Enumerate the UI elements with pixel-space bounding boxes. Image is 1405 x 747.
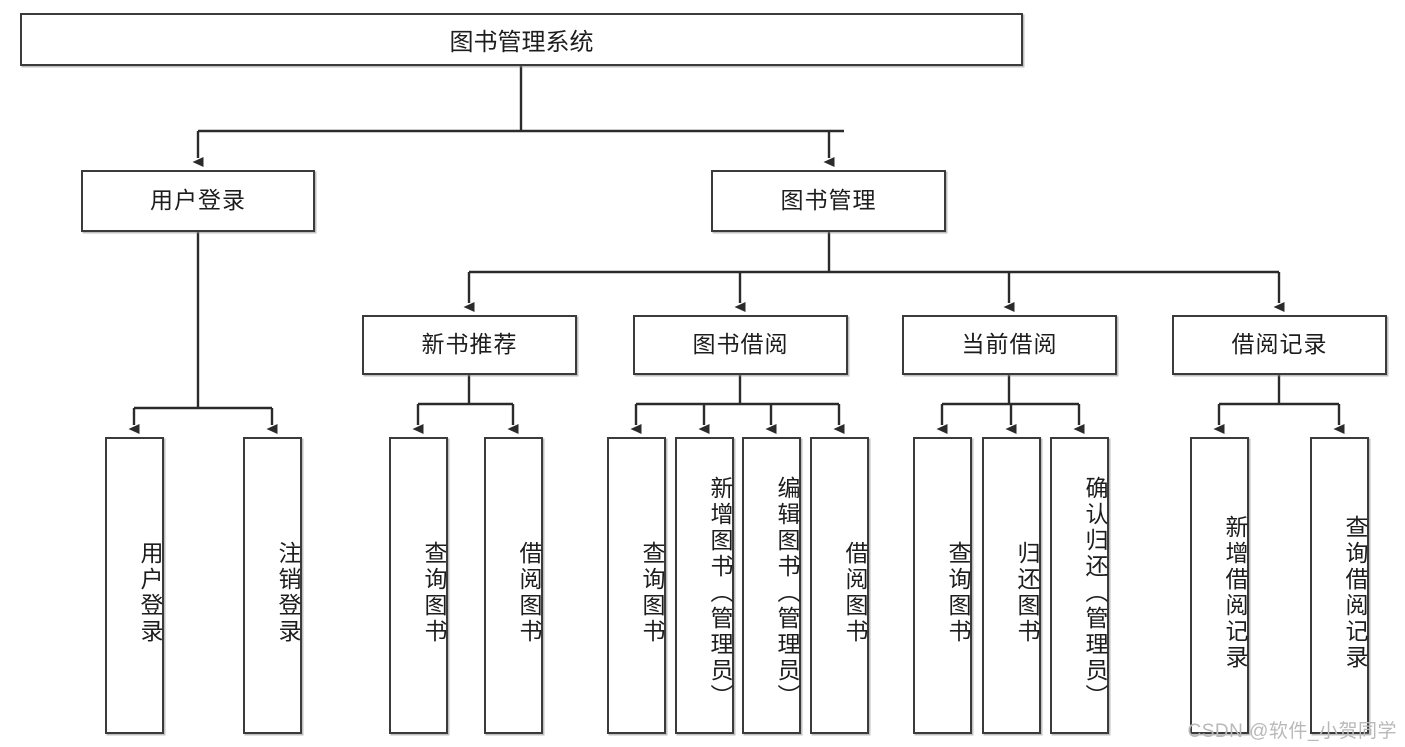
node-user-login[interactable]: 用户登录 <box>81 170 315 232</box>
node-label: 查询借阅记录 <box>1342 514 1368 671</box>
csdn-watermark: CSDN @软件_小贺同学 <box>1187 721 1397 742</box>
node-label: 查询图书 <box>421 540 447 645</box>
leaf-edit-book-admin[interactable]: 编辑图书（管理员） <box>742 437 801 734</box>
leaf-user-logout[interactable]: 注销登录 <box>243 437 302 734</box>
leaf-query-book-current[interactable]: 查询图书 <box>913 437 972 734</box>
node-label: 借阅记录 <box>1231 331 1328 358</box>
node-label: 图书管理 <box>780 187 877 214</box>
node-label: 确认归还（管理员） <box>1082 475 1108 710</box>
node-label: 编辑图书（管理员） <box>774 475 800 710</box>
node-label: 借阅图书 <box>842 540 868 645</box>
node-label: 新书推荐 <box>421 331 518 358</box>
node-label: 查询图书 <box>945 540 971 645</box>
node-label: 图书借阅 <box>692 331 789 358</box>
node-label: 新增借阅记录 <box>1222 514 1248 671</box>
leaf-query-book-recommend[interactable]: 查询图书 <box>389 437 448 734</box>
node-current-borrow[interactable]: 当前借阅 <box>902 315 1117 375</box>
node-label: 新增图书（管理员） <box>707 475 733 710</box>
leaf-add-book-admin[interactable]: 新增图书（管理员） <box>675 437 734 734</box>
node-book-management[interactable]: 图书管理 <box>711 170 946 232</box>
node-book-borrow[interactable]: 图书借阅 <box>633 315 848 375</box>
leaf-borrow-book-recommend[interactable]: 借阅图书 <box>484 437 543 734</box>
node-label: 用户登录 <box>150 187 246 214</box>
leaf-return-book[interactable]: 归还图书 <box>982 437 1041 734</box>
leaf-borrow-book[interactable]: 借阅图书 <box>810 437 869 734</box>
node-label: 当前借阅 <box>961 331 1058 358</box>
node-new-book-recommend[interactable]: 新书推荐 <box>362 315 577 375</box>
node-root[interactable]: 图书管理系统 <box>20 13 1023 66</box>
leaf-query-borrow-record[interactable]: 查询借阅记录 <box>1310 437 1369 734</box>
node-label: 归还图书 <box>1014 540 1040 645</box>
leaf-add-borrow-record[interactable]: 新增借阅记录 <box>1190 437 1249 734</box>
leaf-confirm-return-admin[interactable]: 确认归还（管理员） <box>1050 437 1109 734</box>
leaf-query-book-borrow[interactable]: 查询图书 <box>607 437 666 734</box>
node-label: 用户登录 <box>137 540 163 645</box>
node-label: 借阅图书 <box>516 540 542 645</box>
leaf-user-login[interactable]: 用户登录 <box>105 437 164 734</box>
node-label: 注销登录 <box>275 540 301 645</box>
node-label: 图书管理系统 <box>449 29 594 56</box>
node-borrow-record[interactable]: 借阅记录 <box>1172 315 1387 375</box>
node-label: 查询图书 <box>639 540 665 645</box>
